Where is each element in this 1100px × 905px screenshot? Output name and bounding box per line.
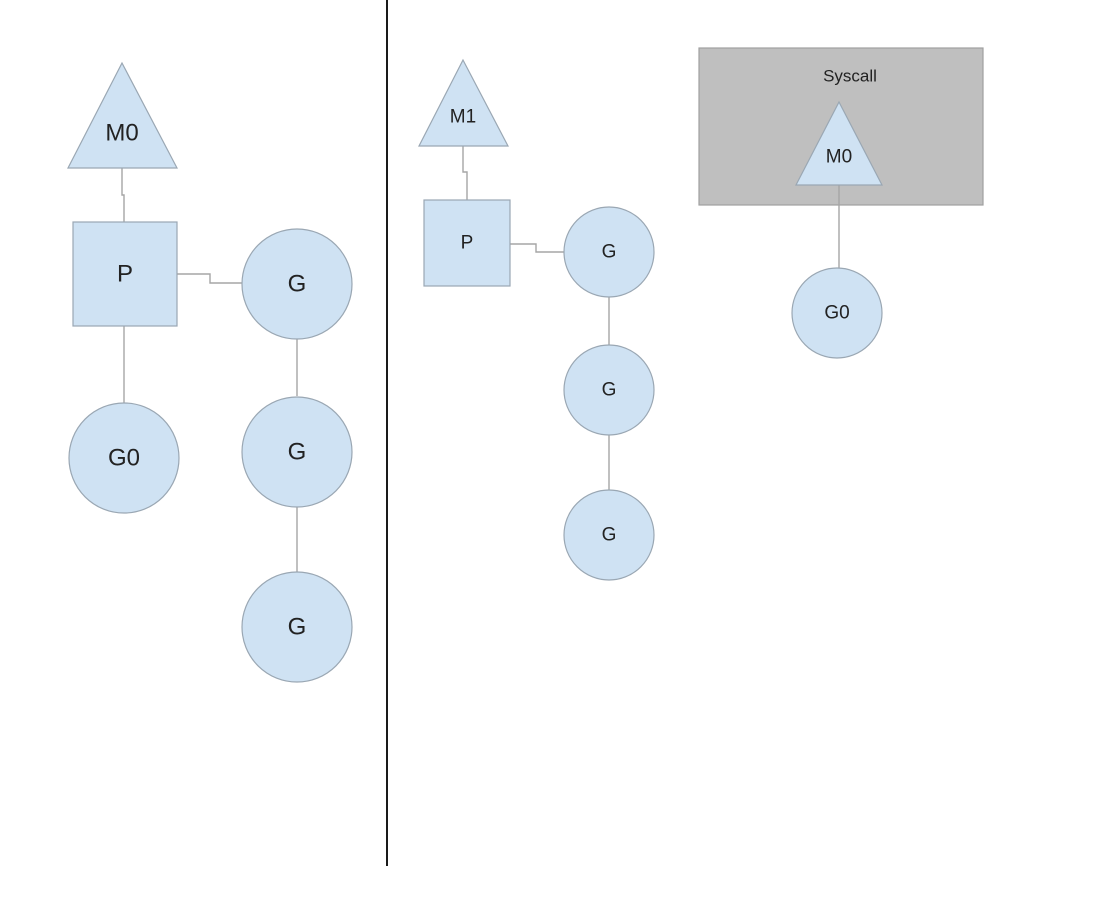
goroutine-label: G0: [108, 445, 140, 472]
queued-goroutine: G: [241, 228, 353, 340]
machine-triangle: [418, 58, 509, 147]
goroutine-circle: [791, 267, 883, 359]
goroutine-queue: G G G: [241, 228, 353, 683]
processor-square: [72, 221, 178, 327]
goroutine-label: G: [288, 614, 307, 641]
goroutine-circle: [563, 344, 655, 436]
left-panel: M0 P G0 G G G: [67, 61, 353, 683]
goroutine-circle: [241, 571, 353, 683]
processor-square: [423, 199, 511, 287]
machine-m1: M1: [418, 58, 509, 147]
queued-goroutine: G: [241, 396, 353, 508]
queued-goroutine: G: [241, 571, 353, 683]
syscall-goroutine-g0: G0: [791, 267, 883, 359]
queued-goroutine: G: [563, 344, 655, 436]
syscall-machine-m0: M0: [795, 100, 883, 186]
goroutine-circle: [68, 402, 180, 514]
queued-goroutine: G: [563, 206, 655, 298]
goroutine-circle: [241, 396, 353, 508]
goroutine-label: G: [602, 380, 617, 401]
goroutine-label: G: [602, 242, 617, 263]
running-goroutine-g0: G0: [68, 402, 180, 514]
goroutine-queue: G G G: [563, 206, 655, 581]
processor-p: P: [72, 221, 178, 327]
processor-label: P: [117, 261, 133, 288]
goroutine-label: G0: [824, 303, 849, 324]
p-to-queue-connector: [177, 273, 242, 284]
goroutine-circle: [241, 228, 353, 340]
processor-p: P: [423, 199, 511, 287]
machine-label: M1: [450, 107, 476, 128]
machine-m0: M0: [67, 61, 178, 169]
goroutine-label: G: [288, 271, 307, 298]
goroutine-circle: [563, 206, 655, 298]
machine-label: M0: [826, 147, 852, 168]
right-panel: Syscall M1 P G G: [418, 47, 984, 581]
machine-triangle: [67, 61, 178, 169]
goroutine-circle: [563, 489, 655, 581]
machine-label: M0: [105, 120, 138, 147]
m1-to-p-connector: [462, 146, 468, 200]
machine-triangle: [795, 100, 883, 186]
queued-goroutine: G: [563, 489, 655, 581]
processor-label: P: [461, 233, 474, 254]
m0-to-p-connector: [121, 168, 125, 222]
goroutine-label: G: [602, 525, 617, 546]
syscall-title: Syscall: [823, 67, 877, 86]
p-to-queue-connector: [510, 243, 564, 253]
goroutine-label: G: [288, 439, 307, 466]
